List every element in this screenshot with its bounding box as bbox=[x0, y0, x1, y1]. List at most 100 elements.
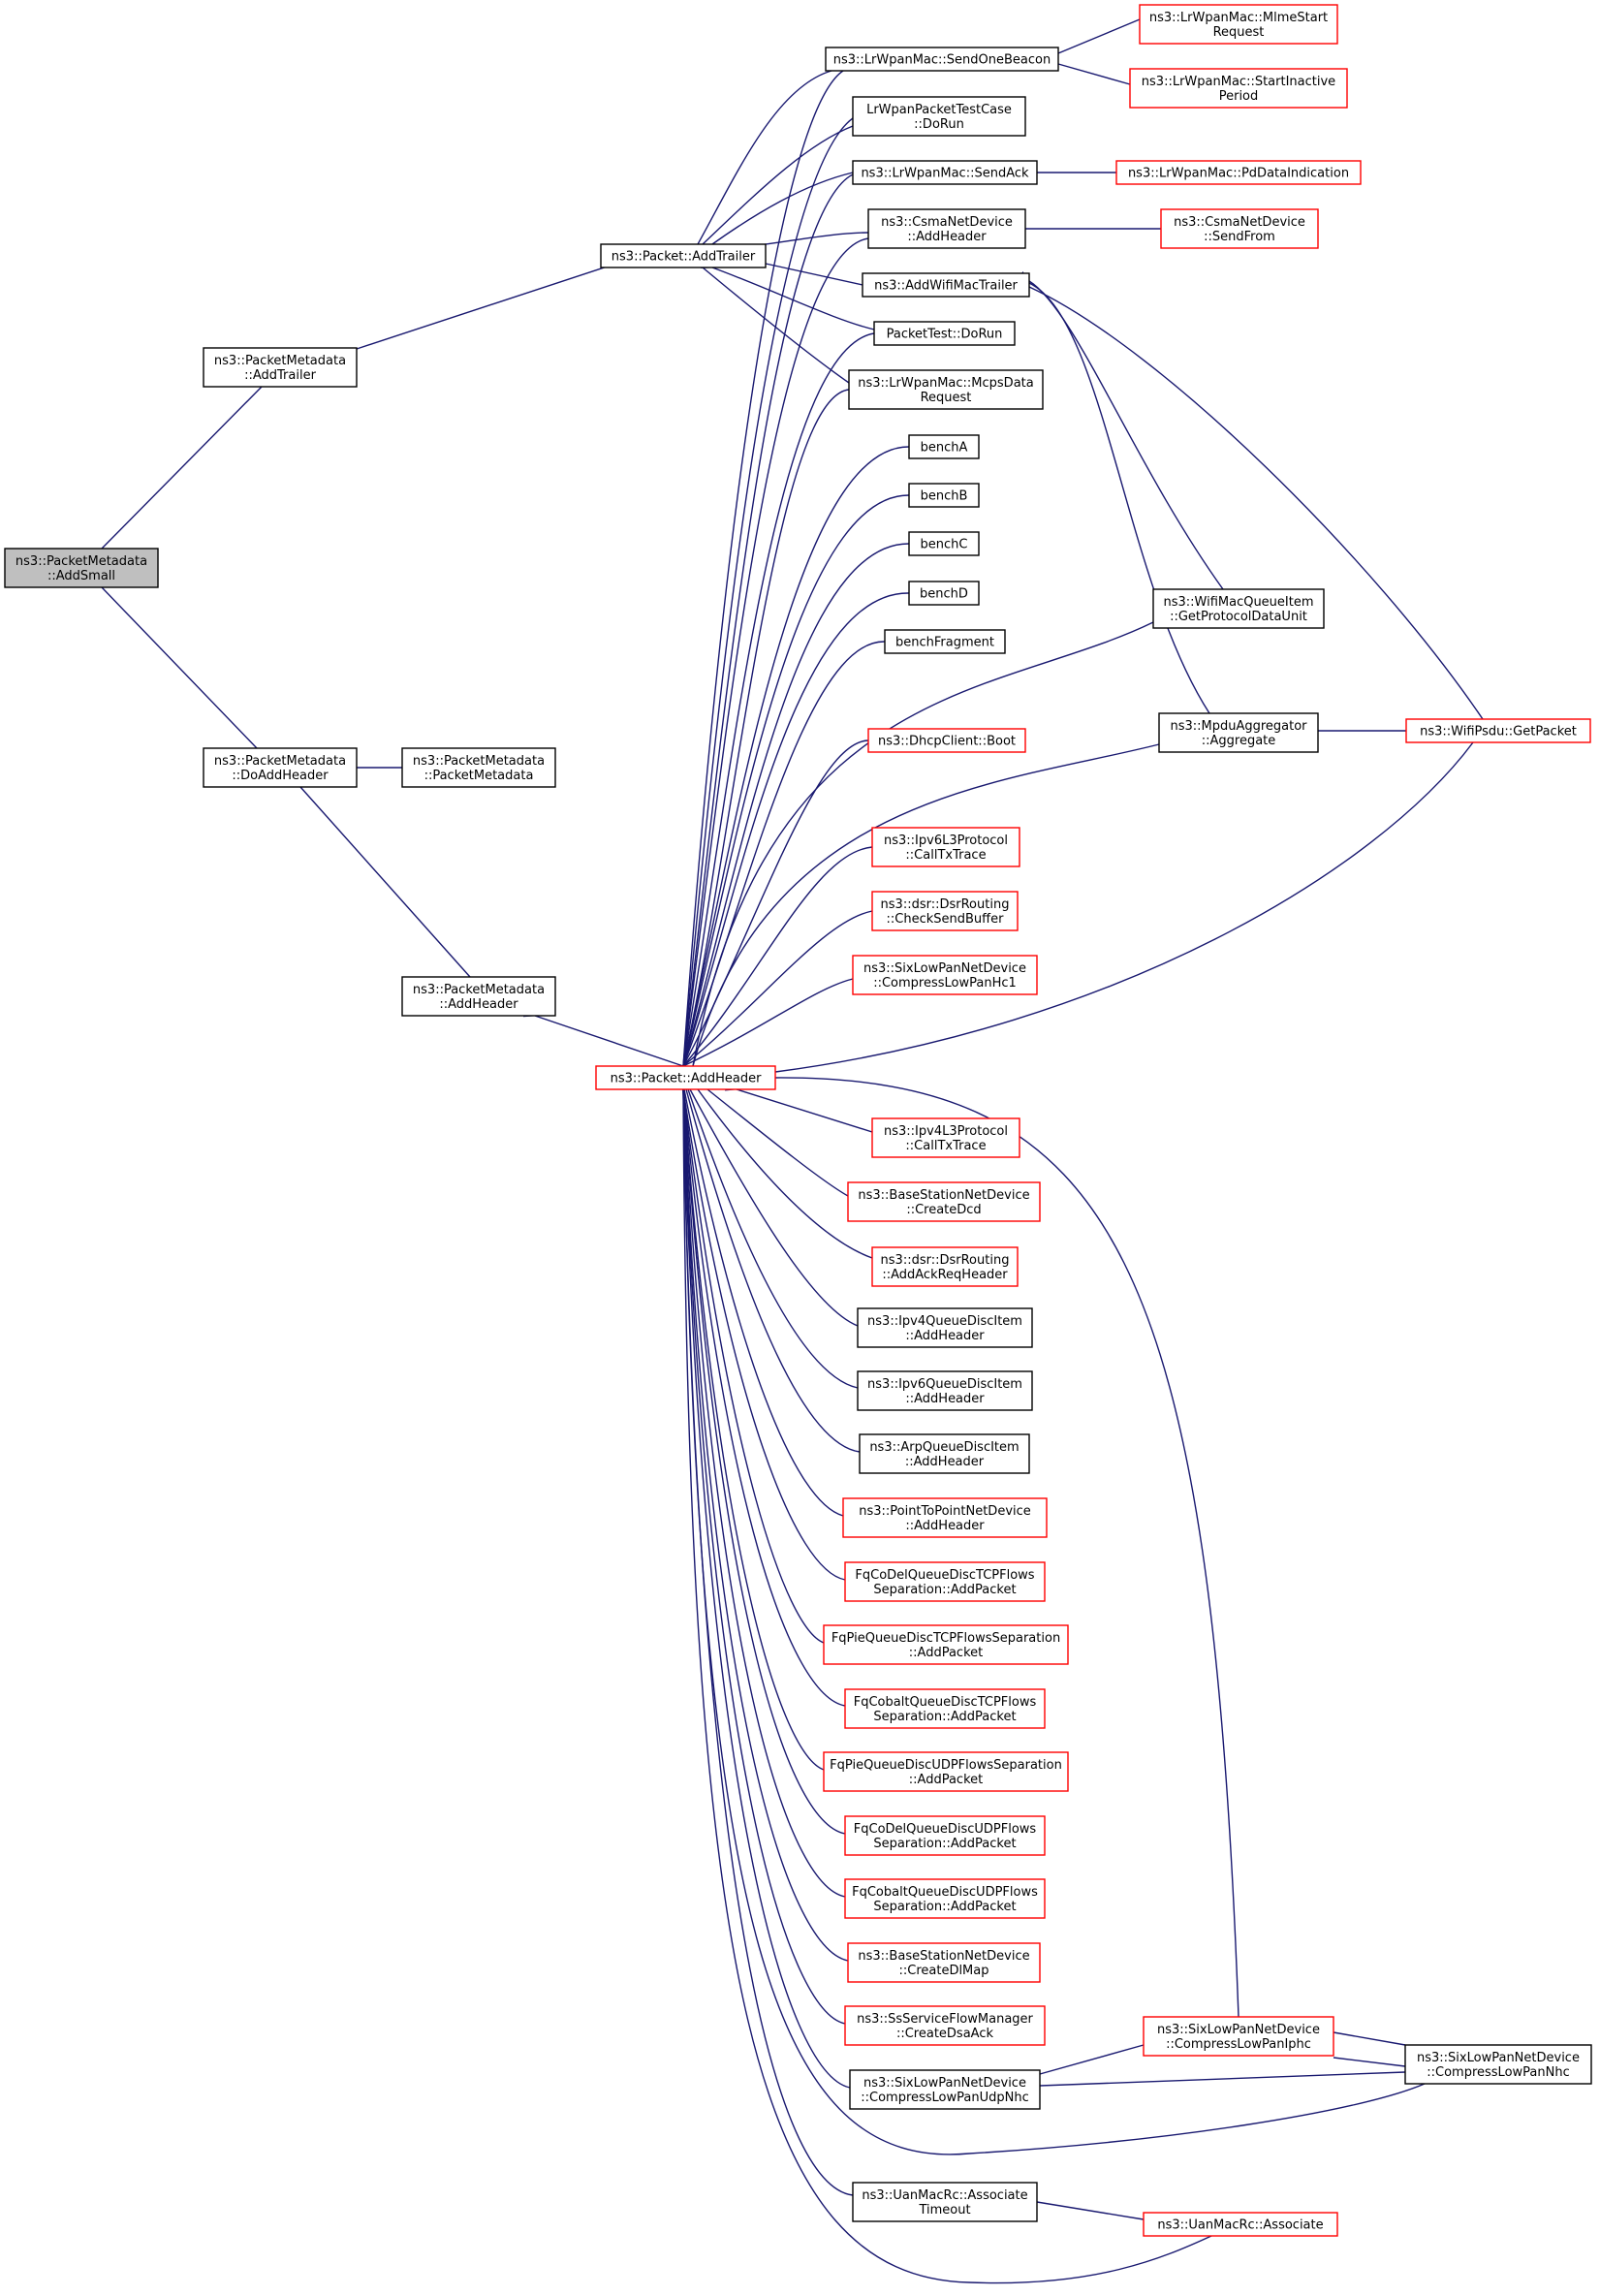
node-benchc[interactable]: benchC bbox=[908, 531, 980, 556]
node-label: ns3::AddWifiMacTrailer bbox=[874, 279, 1018, 294]
node-pm_packetmetadata[interactable]: ns3::PacketMetadata::PacketMetadata bbox=[401, 747, 556, 788]
edge-line bbox=[675, 641, 886, 1079]
node-addsmall[interactable]: ns3::PacketMetadata::AddSmall bbox=[4, 548, 159, 588]
node-label: ::AddTrailer bbox=[244, 368, 316, 383]
node-label: Request bbox=[1213, 25, 1265, 40]
edge-addwifimactrailer-to-wifipsdu bbox=[1017, 277, 1484, 720]
node-sixudpnhc[interactable]: ns3::SixLowPanNetDevice::CompressLowPanU… bbox=[849, 2069, 1041, 2110]
node-fqpieudp[interactable]: FqPieQueueDiscUDPFlowsSeparation::AddPac… bbox=[823, 1751, 1069, 1792]
edge-line bbox=[685, 743, 1160, 1078]
edge-packet_addheader-to-benchfragment bbox=[675, 641, 886, 1079]
node-ipv6calltx[interactable]: ns3::Ipv6L3Protocol::CallTxTrace bbox=[871, 827, 1020, 867]
node-box bbox=[203, 347, 358, 388]
edge-line bbox=[678, 1078, 861, 1453]
edge-packet_addheader-to-p2p_addheader bbox=[676, 1078, 844, 1517]
node-ssdsaack[interactable]: ns3::SsServiceFlowManager::CreateDsaAck bbox=[844, 2005, 1046, 2046]
node-mpduagg[interactable]: ns3::MpduAggregator::Aggregate bbox=[1158, 712, 1319, 753]
node-label: benchD bbox=[920, 587, 968, 602]
node-wifimacqi[interactable]: ns3::WifiMacQueueItem::GetProtocolDataUn… bbox=[1152, 588, 1325, 629]
node-label: ns3::SixLowPanNetDevice bbox=[863, 961, 1026, 976]
node-box bbox=[873, 321, 1016, 346]
edge-line bbox=[677, 1078, 849, 1962]
node-label: ns3::LrWpanMac::SendAck bbox=[861, 167, 1029, 181]
node-box bbox=[847, 1942, 1041, 1983]
node-label: FqCobaltQueueDiscTCPFlows bbox=[854, 1695, 1037, 1710]
node-sixnhc[interactable]: ns3::SixLowPanNetDevice::CompressLowPanN… bbox=[1404, 2044, 1592, 2085]
node-label: ::SendFrom bbox=[1204, 230, 1275, 244]
node-fqcobalttcp[interactable]: FqCobaltQueueDiscTCPFlowsSeparation::Add… bbox=[844, 1688, 1046, 1729]
node-ipv4qdi[interactable]: ns3::Ipv4QueueDiscItem::AddHeader bbox=[857, 1307, 1033, 1348]
node-label: benchFragment bbox=[895, 636, 994, 650]
edge-sixudpnhc-to-sixiphc bbox=[1028, 2044, 1145, 2082]
edge-packet_addheader-to-sixiphc bbox=[764, 1073, 1239, 2018]
node-bsdlmap[interactable]: ns3::BaseStationNetDevice::CreateDlMap bbox=[847, 1942, 1041, 1983]
edge-line bbox=[673, 846, 873, 1078]
node-benchfragment[interactable]: benchFragment bbox=[884, 629, 1006, 654]
edge-packet_addheader-to-bencha bbox=[675, 446, 910, 1078]
edge-sixnhc-to-sixiphc bbox=[1333, 2057, 1417, 2073]
node-wifipsdu[interactable]: ns3::WifiPsdu::GetPacket bbox=[1405, 718, 1591, 743]
edge-line bbox=[90, 386, 263, 560]
node-p2p_addheader[interactable]: ns3::PointToPointNetDevice::AddHeader bbox=[842, 1497, 1048, 1538]
node-packet_addtrailer[interactable]: ns3::Packet::AddTrailer bbox=[600, 243, 767, 268]
node-lrwpantest[interactable]: LrWpanPacketTestCase::DoRun bbox=[852, 96, 1026, 137]
edge-sendonebeacon-to-mlmestart bbox=[1046, 18, 1141, 62]
edge-line bbox=[675, 592, 910, 1078]
node-box bbox=[871, 891, 1019, 931]
node-fqcobaltudp[interactable]: FqCobaltQueueDiscUDPFlowsSeparation::Add… bbox=[844, 1878, 1046, 1919]
node-pm_addheader[interactable]: ns3::PacketMetadata::AddHeader bbox=[401, 976, 556, 1017]
node-box bbox=[867, 728, 1026, 753]
node-fqpietcp[interactable]: FqPieQueueDiscTCPFlowsSeparation::AddPac… bbox=[823, 1624, 1069, 1665]
node-box bbox=[871, 827, 1020, 867]
edge-sixudpnhc-to-sixnhc bbox=[1028, 2071, 1406, 2092]
node-sixhc1[interactable]: ns3::SixLowPanNetDevice::CompressLowPanH… bbox=[852, 955, 1038, 995]
node-sendack[interactable]: ns3::LrWpanMac::SendAck bbox=[852, 160, 1038, 185]
edge-line bbox=[677, 1078, 825, 1771]
node-ipv4calltx[interactable]: ns3::Ipv4L3Protocol::CallTxTrace bbox=[871, 1117, 1020, 1158]
node-pddataind[interactable]: ns3::LrWpanMac::PdDataIndication bbox=[1115, 160, 1362, 185]
node-bsdcd[interactable]: ns3::BaseStationNetDevice::CreateDcd bbox=[847, 1181, 1041, 1222]
node-packet_addheader[interactable]: ns3::Packet::AddHeader bbox=[595, 1065, 776, 1090]
node-addwifimactrailer[interactable]: ns3::AddWifiMacTrailer bbox=[862, 272, 1030, 298]
node-arpqdi[interactable]: ns3::ArpQueueDiscItem::AddHeader bbox=[859, 1433, 1030, 1474]
node-sixiphc[interactable]: ns3::SixLowPanNetDevice::CompressLowPanI… bbox=[1143, 2016, 1334, 2057]
node-label: ::CompressLowPanHc1 bbox=[873, 976, 1017, 991]
node-box bbox=[908, 483, 980, 508]
node-csma_addheader[interactable]: ns3::CsmaNetDevice::AddHeader bbox=[867, 208, 1026, 249]
node-fqcodeludp[interactable]: FqCoDelQueueDiscUDPFlowsSeparation::AddP… bbox=[844, 1815, 1046, 1856]
node-sendonebeacon[interactable]: ns3::LrWpanMac::SendOneBeacon bbox=[825, 47, 1059, 72]
node-benchd[interactable]: benchD bbox=[908, 581, 980, 606]
edge-line bbox=[344, 255, 641, 358]
node-label: ns3::PacketMetadata bbox=[214, 754, 346, 769]
node-label: ::Aggregate bbox=[1202, 734, 1276, 748]
edge-line bbox=[764, 1073, 1239, 2018]
node-ipv6qdi[interactable]: ns3::Ipv6QueueDiscItem::AddHeader bbox=[857, 1370, 1033, 1411]
edge-line bbox=[90, 576, 258, 749]
node-bencha[interactable]: benchA bbox=[908, 434, 980, 459]
edge-sendonebeacon-to-startinactive bbox=[1047, 56, 1131, 85]
node-box bbox=[203, 747, 358, 788]
node-dsrcheck[interactable]: ns3::dsr::DsrRouting::CheckSendBuffer bbox=[871, 891, 1019, 931]
node-fqcodeltcp[interactable]: FqCoDelQueueDiscTCPFlowsSeparation::AddP… bbox=[844, 1561, 1046, 1602]
node-csmasendfrom[interactable]: ns3::CsmaNetDevice::SendFrom bbox=[1160, 208, 1319, 249]
node-dhcpboot[interactable]: ns3::DhcpClient::Boot bbox=[867, 728, 1026, 753]
edge-layer bbox=[90, 18, 1484, 2284]
node-label: ns3::MpduAggregator bbox=[1170, 719, 1307, 734]
node-pm_doaddheader[interactable]: ns3::PacketMetadata::DoAddHeader bbox=[203, 747, 358, 788]
edge-packet_addtrailer-to-packettest bbox=[700, 259, 875, 330]
node-label: ns3::SsServiceFlowManager bbox=[857, 2012, 1033, 2027]
node-dsrackreq[interactable]: ns3::dsr::DsrRouting::AddAckReqHeader bbox=[871, 1246, 1019, 1287]
node-uanassociate[interactable]: ns3::UanMacRc::Associate bbox=[1143, 2212, 1338, 2237]
node-label: ::AddHeader bbox=[905, 1329, 985, 1343]
node-box bbox=[852, 160, 1038, 185]
node-label: FqPieQueueDiscUDPFlowsSeparation bbox=[830, 1758, 1062, 1773]
node-benchb[interactable]: benchB bbox=[908, 483, 980, 508]
node-packettest[interactable]: PacketTest::DoRun bbox=[873, 321, 1016, 346]
edge-line bbox=[680, 1077, 859, 1327]
node-pm_addtrailer[interactable]: ns3::PacketMetadata::AddTrailer bbox=[203, 347, 358, 388]
edge-line bbox=[676, 1078, 846, 1707]
